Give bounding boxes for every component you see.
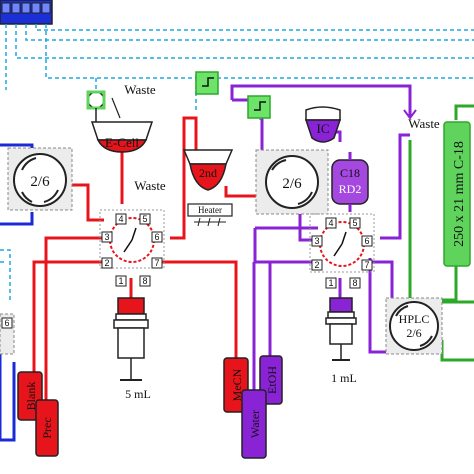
left-edge-port-label: 6 (4, 318, 9, 328)
left-port-5: 5 (142, 214, 147, 224)
right-port-1: 1 (328, 278, 333, 288)
left-port-1: 1 (118, 276, 123, 286)
red-tubing (32, 116, 262, 400)
waste-top-label: Waste (124, 82, 156, 97)
mecn-label: MeCN (230, 368, 244, 401)
right-syringe (325, 297, 357, 361)
right-port-5: 5 (352, 218, 357, 228)
hplc-column (443, 121, 471, 267)
rd2-label: RD2 (339, 182, 362, 196)
controller-block (0, 0, 53, 25)
middle-six-port-valve (265, 155, 319, 209)
left-port-6: 6 (154, 232, 159, 242)
left-syringe-volume: 5 mL (125, 387, 151, 401)
middle-valve-label: 2/6 (282, 176, 302, 192)
right-port-3: 3 (314, 236, 319, 246)
right-port-2: 2 (314, 260, 319, 270)
second-vessel (182, 149, 234, 191)
right-port-8: 8 (352, 278, 357, 288)
waste-mid-label: Waste (134, 178, 166, 193)
prec-label: Prec (40, 417, 54, 438)
left-port-4: 4 (118, 214, 123, 224)
ecell-label: E-Cell (105, 135, 139, 150)
hplc-label: HPLC (399, 312, 430, 326)
right-selector-ports: 4 5 3 6 2 7 1 8 (311, 217, 373, 289)
green-indicator-1 (195, 71, 219, 95)
prec-bottle (35, 399, 59, 457)
etoh-label: EtOH (265, 366, 279, 394)
left-selector-ports: 4 5 3 6 2 7 1 8 (101, 213, 163, 287)
right-syringe-volume: 1 mL (331, 371, 357, 385)
c18-label: C18 (340, 166, 360, 180)
heater-label: Heater (198, 205, 222, 215)
second-vessel-label: 2nd (199, 166, 217, 180)
green-indicator-2 (247, 95, 271, 119)
water-bottle (241, 389, 267, 459)
left-edge-port (1, 317, 13, 329)
left-port-2: 2 (104, 258, 109, 268)
right-port-4: 4 (328, 218, 333, 228)
column-label: 250 x 21 mm C-18 (452, 141, 467, 247)
blank-label: Blank (24, 382, 38, 411)
waste-right-label: Waste (408, 116, 440, 131)
left-valve-label: 2/6 (30, 174, 50, 190)
left-port-3: 3 (104, 232, 109, 242)
right-port-7: 7 (364, 260, 369, 270)
left-six-port-valve (13, 153, 67, 207)
c18-cartridge (331, 152, 369, 212)
left-port-8: 8 (142, 276, 147, 286)
hplc-ratio-label: 2/6 (406, 326, 421, 340)
heater-block (187, 203, 233, 227)
hplc-valve (389, 301, 439, 351)
left-port-7: 7 (154, 258, 159, 268)
water-label: Water (248, 410, 262, 438)
ic-vessel (304, 106, 342, 143)
right-port-6: 6 (364, 236, 369, 246)
left-syringe (113, 297, 149, 381)
ecell-vessel (86, 90, 154, 153)
ic-label: IC (317, 121, 330, 136)
